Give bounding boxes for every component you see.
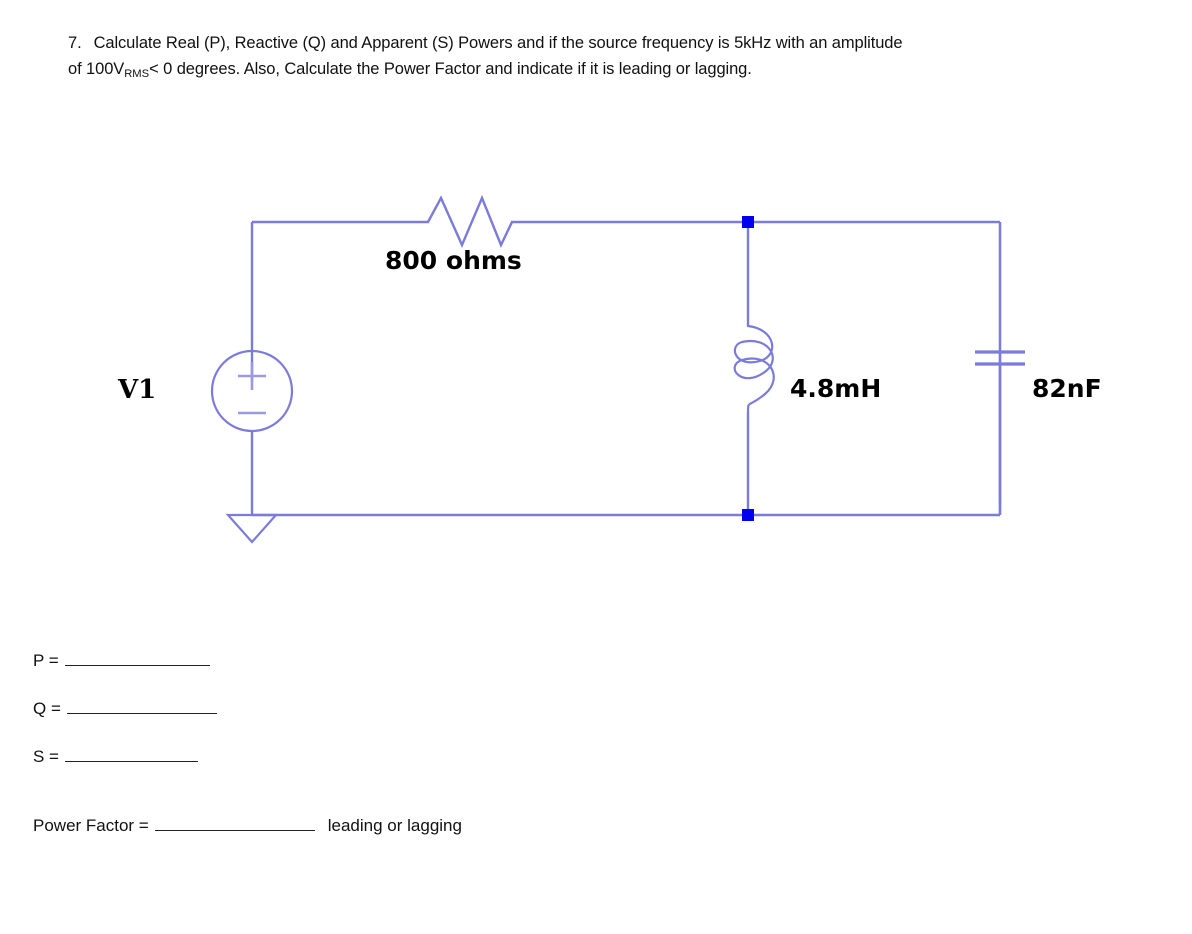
problem-number: 7. bbox=[68, 34, 82, 52]
answer-blank-q[interactable] bbox=[66, 698, 217, 714]
answer-label-q: Q = bbox=[33, 699, 61, 718]
answer-label-power-factor: Power Factor = bbox=[33, 816, 149, 835]
voltage-source-label: V1 bbox=[118, 375, 157, 405]
answer-section: P = Q = S = Power Factor = leading or la… bbox=[33, 650, 833, 862]
answer-row-power-factor: Power Factor = leading or lagging bbox=[33, 815, 833, 836]
rms-subscript: RMS bbox=[124, 68, 150, 80]
answer-row-s: S = bbox=[33, 746, 833, 767]
junction-node-icon-top bbox=[742, 216, 754, 228]
ground-symbol-icon bbox=[225, 513, 279, 544]
answer-label-s: S = bbox=[33, 747, 59, 766]
capacitor-label: 82nF bbox=[1032, 374, 1102, 403]
problem-text-line1: Calculate Real (P), Reactive (Q) and App… bbox=[93, 34, 903, 52]
problem-statement: 7. Calculate Real (P), Reactive (Q) and A… bbox=[68, 30, 1158, 84]
inductor-label: 4.8mH bbox=[790, 374, 882, 403]
answer-row-q: Q = bbox=[33, 698, 833, 719]
problem-text-line2-suffix: < 0 degrees. Also, Calculate the Power F… bbox=[149, 60, 752, 78]
junction-node-icon-bottom bbox=[742, 509, 754, 521]
circuit-diagram-svg bbox=[210, 194, 1025, 544]
voltage-source-icon bbox=[210, 349, 294, 433]
resistor-zigzag-icon bbox=[418, 194, 598, 249]
inductor-coil-icon bbox=[733, 324, 775, 414]
resistor-label: 800 ohms bbox=[385, 246, 522, 275]
answer-blank-s[interactable] bbox=[65, 746, 198, 762]
circuit-schematic: V1 800 ohms 4.8mH 82nF bbox=[0, 150, 1192, 580]
problem-text-line2-prefix: of 100V bbox=[68, 60, 125, 78]
answer-row-p: P = bbox=[33, 650, 833, 671]
answer-blank-power-factor[interactable] bbox=[154, 815, 315, 831]
answer-label-p: P = bbox=[33, 651, 59, 670]
answer-blank-p[interactable] bbox=[64, 650, 210, 666]
source-plus-icon bbox=[238, 362, 266, 390]
leading-or-lagging-text: leading or lagging bbox=[327, 816, 462, 835]
